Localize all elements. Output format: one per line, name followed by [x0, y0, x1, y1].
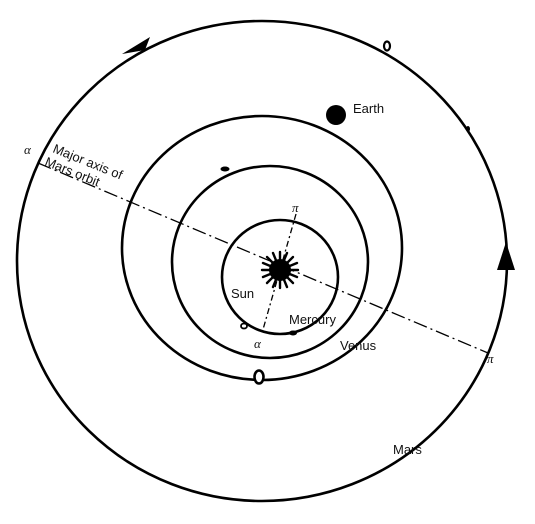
mars-label: Mars	[393, 442, 422, 457]
mercury-marker-right	[289, 330, 297, 336]
mars-marker-bottom	[253, 369, 265, 385]
mercury-label: Mercury	[289, 312, 336, 327]
earth-label: Earth	[353, 101, 384, 116]
major-axis-line	[37, 162, 489, 354]
alpha-mars-label: α	[24, 142, 32, 157]
arrow-top-left-icon	[122, 37, 150, 54]
mars-marker-top	[382, 40, 392, 52]
venus-marker	[220, 166, 230, 172]
sun-label: Sun	[231, 286, 254, 301]
pi-mercury-label: π	[292, 200, 299, 215]
mars-orbit	[15, 19, 509, 503]
earth-orbit-marker	[466, 126, 470, 132]
alpha-mercury-label: α	[254, 336, 262, 351]
venus-orbit	[170, 164, 370, 360]
arrow-right-icon	[497, 242, 515, 270]
mercury-orbit	[220, 218, 340, 336]
mercury-marker-left	[240, 322, 248, 330]
sun-icon	[260, 250, 300, 290]
earth-planet	[326, 105, 346, 125]
pi-mars-label: π	[487, 351, 494, 366]
venus-label: Venus	[340, 338, 377, 353]
